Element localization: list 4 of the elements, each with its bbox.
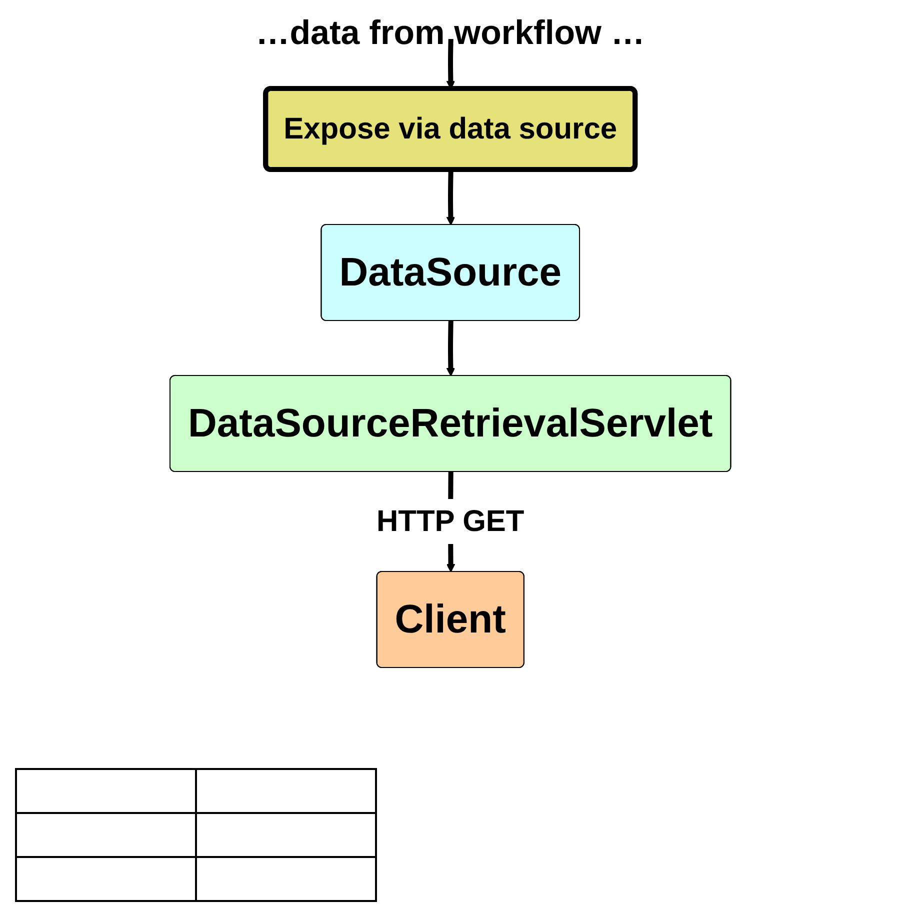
edge-label: HTTP GET [376,505,524,538]
arrow [446,170,455,226]
node-text: …data from workflow … [255,14,645,52]
arrow [446,320,455,376]
